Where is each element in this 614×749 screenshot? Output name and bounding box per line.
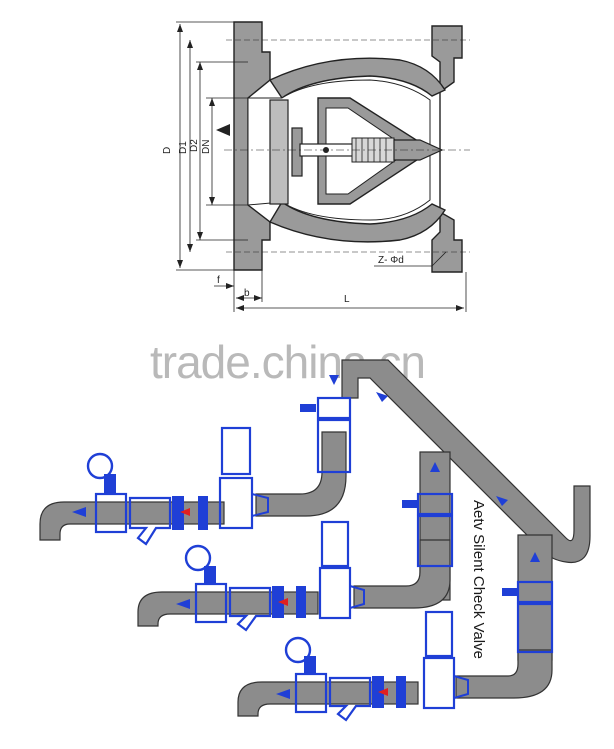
- valve-section-view: D D1 D2 DN L f b Z- Φd: [162, 21, 470, 312]
- flow-arrow-header-2: [496, 496, 508, 506]
- installation-caption: Aetv Silent Check Valve: [470, 500, 487, 659]
- handwheel-icon: [284, 636, 312, 664]
- handwheel-icon: [86, 452, 114, 480]
- seat-ring: [269, 99, 289, 205]
- flange-1a: [172, 496, 184, 530]
- suction-pipe-3: [237, 681, 297, 717]
- label-D1: D1: [178, 141, 189, 154]
- discharge-pipe-1: [255, 431, 347, 517]
- pump-motor-1: [220, 426, 252, 476]
- pump-reducer-2: [349, 584, 365, 610]
- pump-body-2: [318, 566, 352, 620]
- label-D: D: [162, 147, 173, 154]
- flange-2b: [296, 586, 306, 618]
- suction-pipe-2: [137, 591, 197, 627]
- handwheel-icon: [184, 544, 212, 572]
- label-bolts: Z- Φd: [378, 255, 404, 266]
- right-flange: [431, 25, 463, 273]
- red-arrow-3: [378, 688, 388, 696]
- gate-valve-stem-3: [304, 656, 316, 674]
- pump-motor-2: [320, 520, 350, 568]
- suction-pipe-1: [39, 501, 97, 541]
- flange-1b: [198, 496, 208, 530]
- red-arrow-2: [278, 598, 288, 606]
- body-shell-upper: [268, 57, 447, 99]
- flow-arrow-2a: [176, 599, 190, 609]
- gate-valve-stem-2: [204, 566, 216, 584]
- y-strainer-3: [328, 676, 372, 722]
- flow-arrow-2b: [430, 462, 440, 472]
- check-valve-2: [416, 514, 454, 568]
- y-strainer-2: [228, 586, 272, 632]
- check-valve-1: [316, 418, 352, 474]
- check-valve-3: [516, 602, 554, 654]
- riser-valve-handle-1: [300, 404, 316, 412]
- flow-arrow-header-1: [376, 392, 388, 402]
- flow-arrow-1b: [329, 375, 339, 385]
- red-arrow-1: [180, 508, 190, 516]
- pump-reducer-1: [251, 492, 269, 518]
- label-f: f: [217, 275, 220, 286]
- pump-reducer-3: [453, 674, 469, 700]
- pump-line-3: [237, 552, 554, 722]
- flow-arrow-3b: [530, 552, 540, 562]
- body-shell-lower: [268, 200, 447, 243]
- label-b: b: [244, 288, 250, 299]
- pump-line-2: [137, 462, 454, 632]
- dimension-arrowheads: [177, 24, 464, 311]
- flow-arrow-1a: [72, 507, 86, 517]
- pump-motor-3: [424, 610, 454, 658]
- pump-body-3: [422, 656, 456, 710]
- riser-valve-handle-2: [402, 500, 418, 508]
- header-pipe: [341, 359, 591, 564]
- y-strainer-1: [128, 496, 172, 546]
- riser-valve-handle-3: [502, 588, 518, 596]
- riser-gate-valve-1: [316, 396, 352, 420]
- gate-valve-stem-1: [104, 474, 116, 494]
- discharge-pipe-2: [353, 539, 451, 609]
- pump-body-1: [218, 476, 254, 530]
- label-DN: DN: [201, 140, 212, 154]
- dimension-lines: [176, 21, 467, 312]
- pump-line-1: [39, 375, 352, 546]
- label-D2: D2: [189, 139, 200, 152]
- flow-arrow-3a: [276, 689, 290, 699]
- installation-schematic: Aetv Silent Check Valve: [39, 359, 591, 722]
- flange-3b: [396, 676, 406, 708]
- label-L: L: [344, 294, 350, 305]
